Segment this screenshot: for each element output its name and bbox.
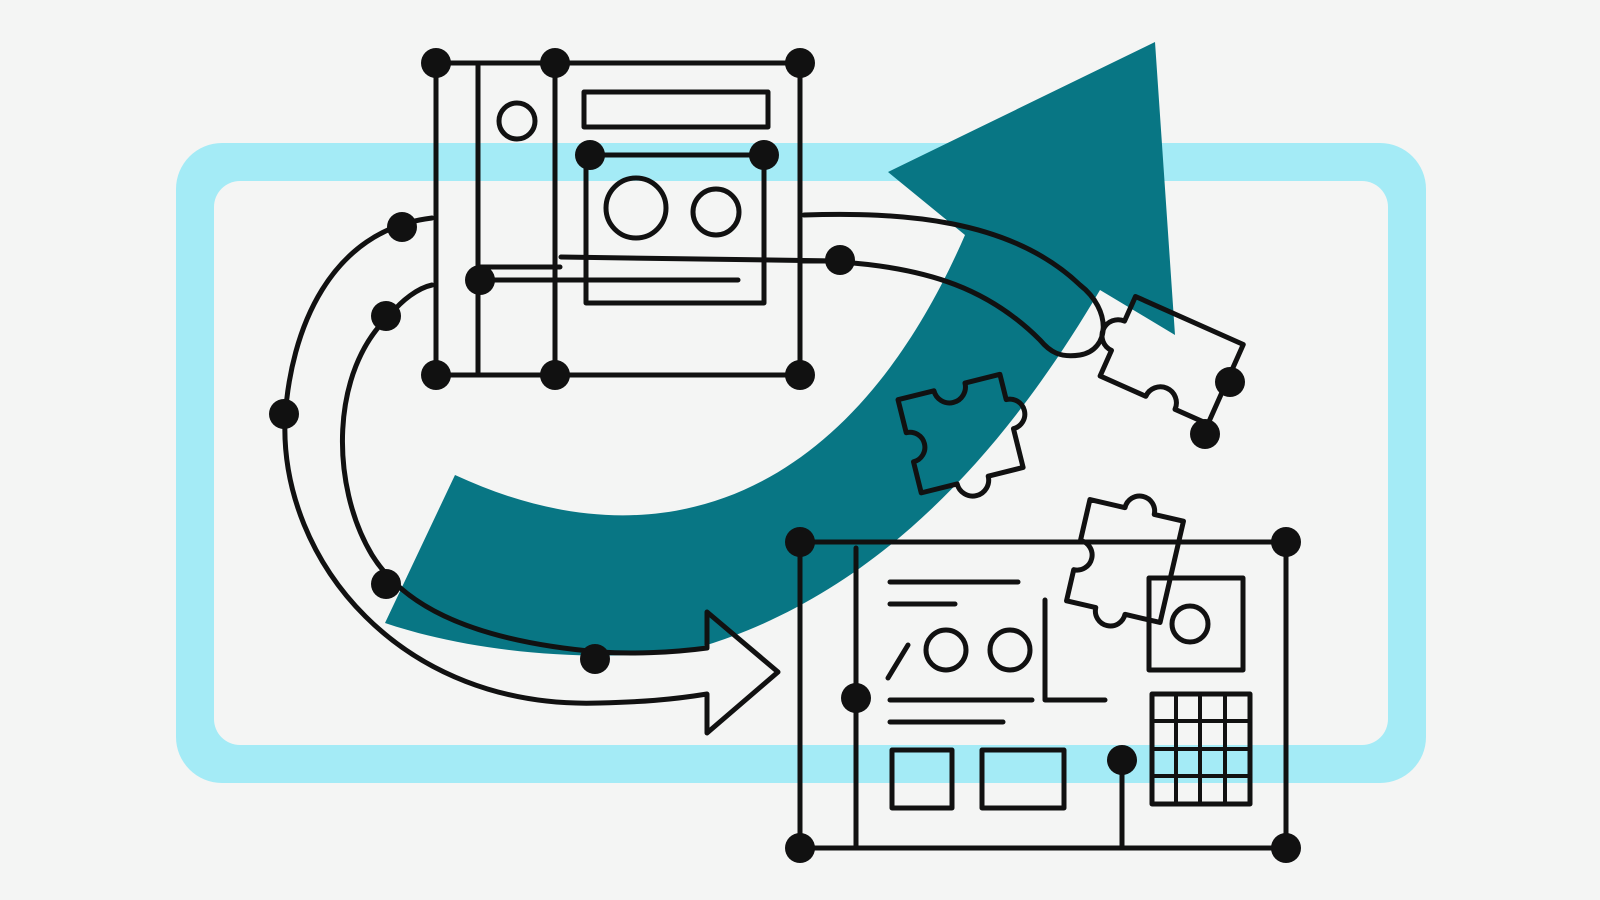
content-box — [583, 152, 767, 306]
circle-icon — [603, 175, 669, 241]
card-box — [979, 747, 1067, 811]
junction-dot — [540, 48, 570, 78]
junction-dot — [1190, 419, 1220, 449]
junction-dot — [575, 140, 605, 170]
junction-dot — [371, 301, 401, 331]
junction-dot — [785, 833, 815, 863]
puzzle-piece-icon — [895, 371, 1028, 499]
circle-icon — [690, 186, 742, 238]
junction-dot — [1271, 833, 1301, 863]
junction-dot — [269, 399, 299, 429]
junction-dot — [371, 569, 401, 599]
junction-dot — [749, 140, 779, 170]
junction-dot — [580, 644, 610, 674]
junction-dot — [841, 683, 871, 713]
junction-dot — [540, 360, 570, 390]
junction-dot — [421, 360, 451, 390]
hook-connector — [801, 211, 1106, 359]
circle-icon — [1169, 603, 1211, 645]
junction-dot — [1271, 527, 1301, 557]
junction-dot — [785, 527, 815, 557]
junction-dot — [387, 212, 417, 242]
puzzle-piece-icon — [1064, 493, 1186, 629]
card-box — [889, 747, 955, 811]
junction-dot — [825, 245, 855, 275]
circle-icon — [923, 627, 969, 673]
junction-dot — [1215, 367, 1245, 397]
junction-dot — [465, 265, 495, 295]
target-layout-panel — [797, 539, 1289, 851]
junction-dot — [785, 48, 815, 78]
image-box — [1146, 575, 1246, 673]
puzzle-piece-icon — [1097, 293, 1246, 427]
junction-dot — [1107, 745, 1137, 775]
junction-dot — [421, 48, 451, 78]
circle-icon — [987, 627, 1033, 673]
header-bar — [581, 89, 771, 130]
junction-dots — [269, 48, 1301, 863]
source-layout-panel — [433, 60, 841, 378]
circle-icon — [496, 100, 538, 142]
curved-arrow-icon — [385, 42, 1175, 656]
grid-table — [1149, 691, 1253, 807]
junction-dot — [785, 360, 815, 390]
